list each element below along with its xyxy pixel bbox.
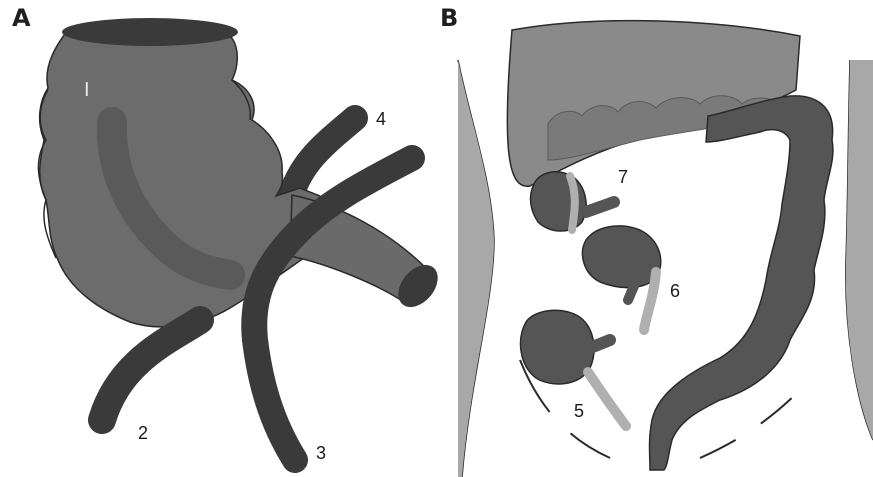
panel-a-letter: A bbox=[12, 6, 31, 30]
label-tube-2: 2 bbox=[138, 424, 148, 442]
organ-6-stub bbox=[628, 286, 634, 300]
panel-b-letter: B bbox=[440, 6, 458, 30]
label-organ-5: 5 bbox=[574, 402, 584, 420]
label-organ-1: I bbox=[84, 80, 90, 100]
tube-2 bbox=[102, 320, 200, 420]
organ-7-stub bbox=[586, 202, 614, 212]
label-tube-4: 4 bbox=[376, 110, 386, 128]
organ-5-appendix bbox=[588, 372, 626, 426]
torso-right-shade bbox=[846, 60, 873, 440]
torso-left-shade bbox=[458, 60, 494, 477]
organ-6 bbox=[582, 226, 660, 288]
label-organ-6: 6 bbox=[670, 282, 680, 300]
panel-b-illustration bbox=[458, 21, 873, 477]
label-tube-3: 3 bbox=[316, 444, 326, 462]
organ-1-opening bbox=[62, 18, 238, 46]
panel-a-illustration bbox=[38, 18, 445, 460]
organ-5-stub bbox=[590, 340, 610, 348]
organ-5 bbox=[521, 310, 594, 384]
label-organ-7: 7 bbox=[618, 168, 628, 186]
